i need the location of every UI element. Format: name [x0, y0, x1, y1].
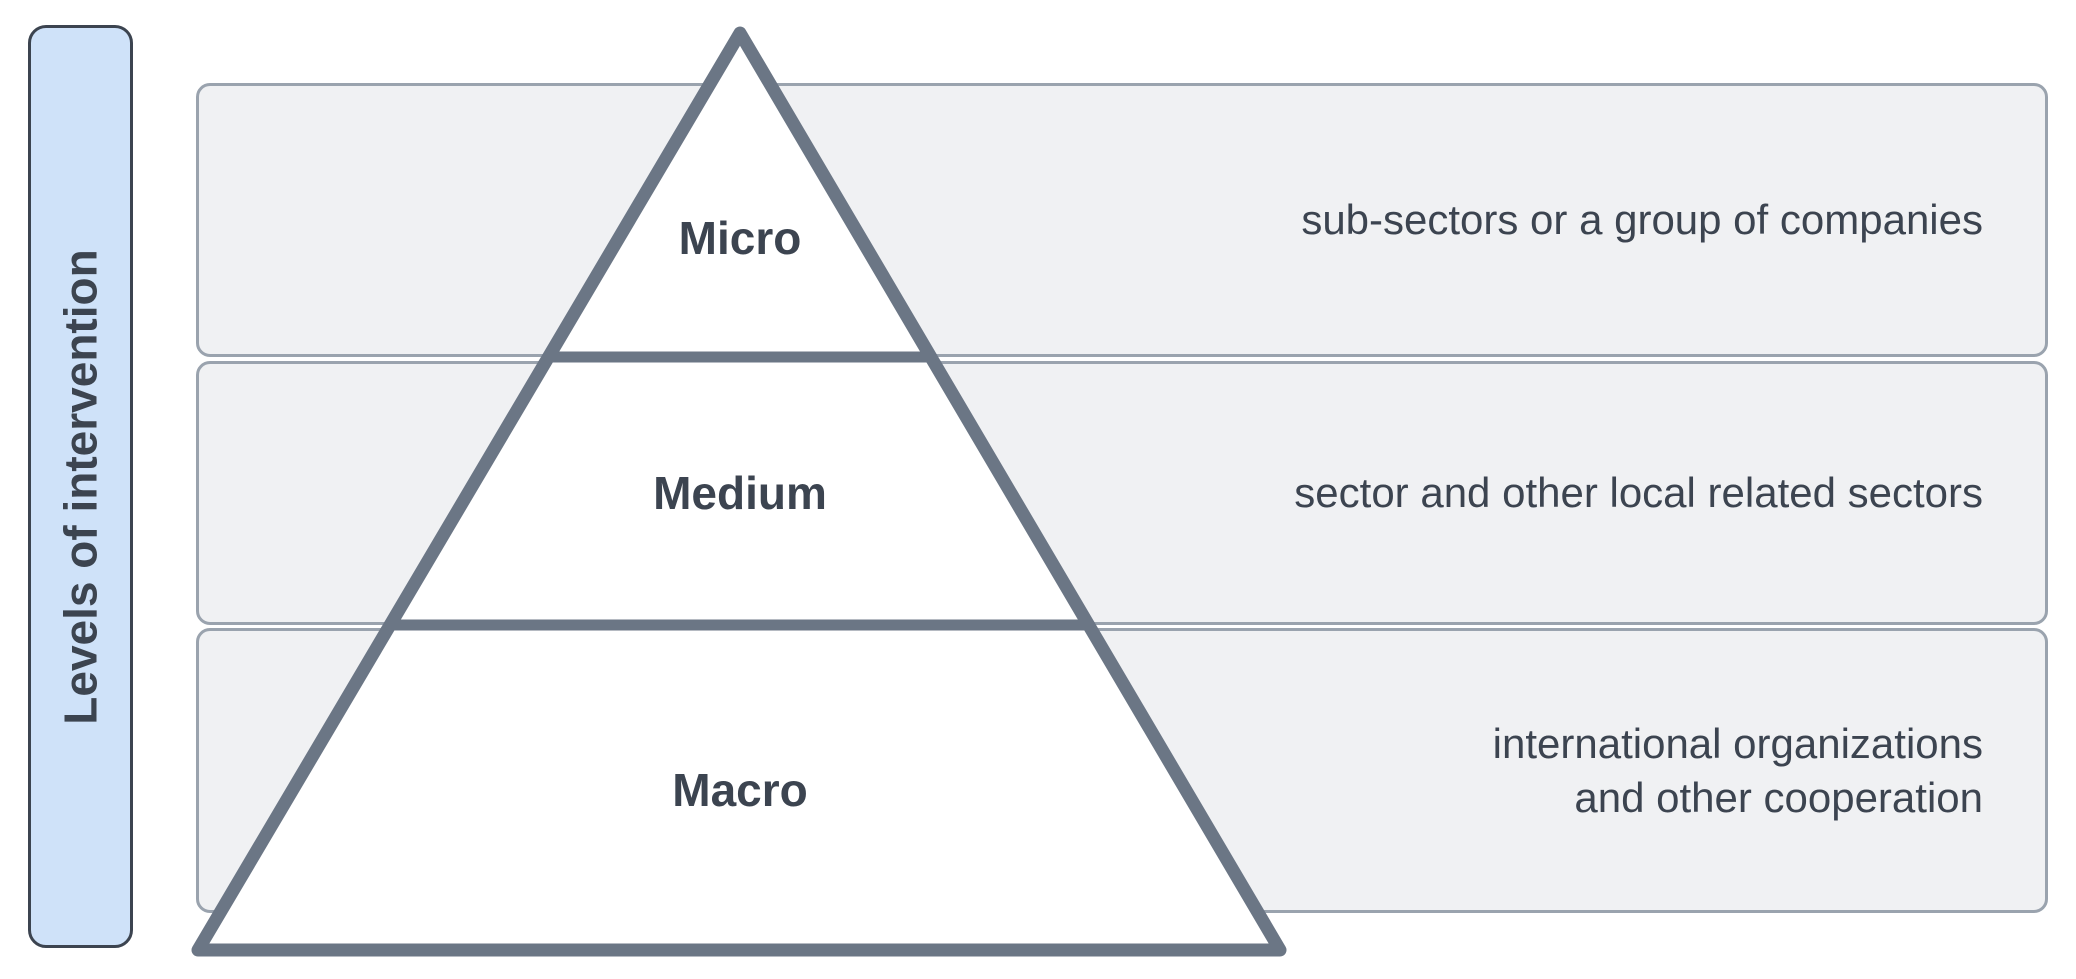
levels-of-intervention-axis-label: Levels of intervention — [28, 25, 133, 948]
pyramid-tier-label-macro: Macro — [672, 764, 808, 816]
panel-micro-description: sub-sectors or a group of companies — [1301, 196, 1983, 244]
pyramid-tier-label-medium: Medium — [653, 467, 827, 519]
panel-micro: sub-sectors or a group of companies — [196, 83, 2048, 357]
pyramid-tier-label-micro: Micro — [678, 212, 802, 264]
panel-macro-description: international organizations and other co… — [1492, 719, 1983, 821]
panel-macro: international organizations and other co… — [196, 628, 2048, 913]
axis-label-text: Levels of intervention — [54, 248, 107, 725]
panel-medium: sector and other local related sectors — [196, 361, 2048, 625]
panel-medium-description: sector and other local related sectors — [1294, 469, 1983, 517]
